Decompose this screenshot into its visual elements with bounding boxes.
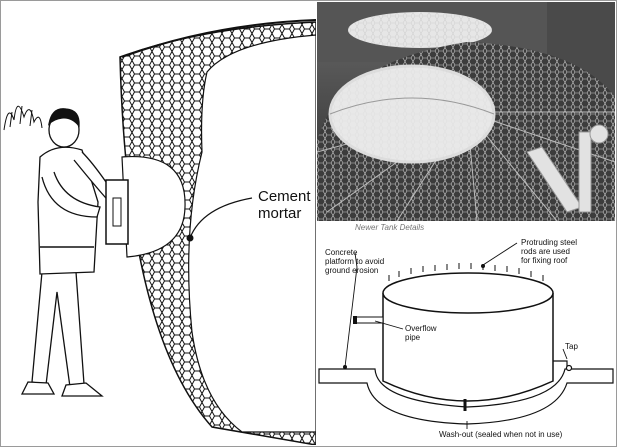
concrete-label-line1: Concrete	[325, 248, 358, 257]
bush-icon	[3, 105, 43, 131]
concrete-label-line2: platform to avoid	[325, 257, 384, 266]
cement-mortar-label-line2: mortar	[258, 205, 301, 222]
schematic-heading: Newer Tank Details	[355, 223, 424, 232]
person-figure	[20, 108, 121, 397]
overflow-pipe-photo	[526, 124, 609, 213]
tap-label: Tap	[565, 342, 578, 351]
overflow-label-line1: Overflow	[405, 324, 437, 333]
concrete-label-line3: ground erosion	[325, 266, 378, 275]
rods-label-line3: for fixing roof	[521, 256, 568, 265]
cement-mortar-label-line1: Cement	[258, 188, 311, 205]
plastering-illustration: Cement mortar	[3, 19, 316, 445]
tap-icon	[553, 360, 573, 372]
plastering-illustration-panel: Cement mortar	[2, 2, 316, 445]
plastering-float-icon	[105, 179, 129, 245]
overflow-label-line2: pipe	[405, 333, 421, 342]
rods-label-line1: Protruding steel	[521, 238, 577, 247]
tank-schematic-panel: Newer Tank Details	[317, 221, 615, 445]
tank-roof-photo-image	[317, 2, 615, 221]
rods-label-line2: rods are used	[521, 247, 570, 256]
washout-label: Wash-out (sealed when not in use)	[439, 430, 563, 439]
tank-schematic: Newer Tank Details	[317, 221, 615, 439]
tank-roof-photo	[317, 2, 615, 221]
plastered-area	[188, 34, 316, 433]
fresh-mortar-patch	[121, 155, 186, 258]
tank-body	[382, 293, 554, 402]
concrete-platform	[318, 368, 614, 425]
protruding-rods	[388, 263, 544, 281]
